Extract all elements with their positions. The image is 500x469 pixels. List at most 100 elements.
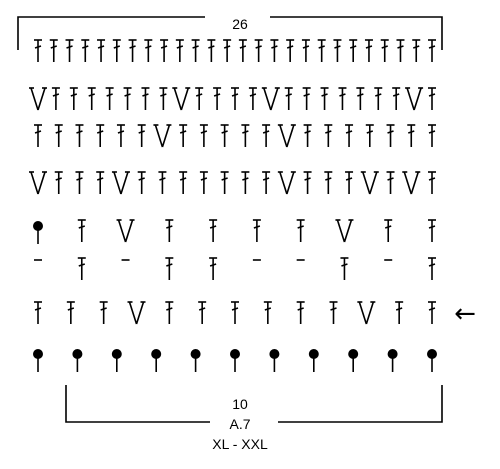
treble-decrease-v-symbol — [277, 171, 296, 195]
treble-crochet-symbol — [374, 87, 383, 110]
treble-crochet-symbol — [65, 39, 74, 62]
treble-crochet-symbol — [213, 87, 222, 110]
treble-crochet-symbol — [365, 124, 374, 147]
treble-crochet-symbol — [160, 39, 169, 62]
treble-crochet-symbol — [407, 124, 416, 147]
treble-crochet-symbol — [199, 171, 208, 194]
treble-crochet-symbol — [428, 219, 436, 242]
chart-row-5 — [33, 219, 436, 244]
treble-decrease-v-symbol — [402, 171, 421, 195]
treble-crochet-symbol — [364, 39, 373, 62]
treble-crochet-symbol — [77, 257, 86, 280]
treble-crochet-symbol — [303, 124, 312, 147]
treble-crochet-symbol — [179, 171, 188, 194]
treble-crochet-symbol — [324, 171, 333, 194]
treble-crochet-symbol — [112, 39, 121, 62]
treble-crochet-symbol — [116, 124, 125, 147]
treble-crochet-symbol — [329, 301, 338, 324]
current-row-arrow: ← — [454, 299, 476, 329]
treble-crochet-symbol — [34, 39, 42, 62]
treble-decrease-v-symbol — [172, 87, 191, 111]
treble-crochet-symbol — [428, 257, 436, 280]
treble-crochet-symbol — [248, 87, 257, 110]
treble-crochet-symbol — [428, 39, 436, 62]
dot-treble-symbol — [33, 349, 43, 372]
treble-crochet-symbol — [137, 171, 146, 194]
chart-row-8 — [33, 349, 437, 372]
treble-crochet-symbol — [238, 39, 247, 62]
treble-crochet-symbol — [345, 171, 354, 194]
chart-row-3 — [34, 124, 436, 148]
treble-crochet-symbol — [165, 301, 174, 324]
treble-crochet-symbol — [428, 87, 436, 110]
treble-decrease-v-symbol — [405, 87, 424, 111]
treble-crochet-symbol — [254, 39, 263, 62]
treble-crochet-symbol — [159, 87, 168, 110]
treble-crochet-symbol — [165, 257, 174, 280]
treble-crochet-symbol — [69, 87, 78, 110]
treble-crochet-symbol — [209, 257, 218, 280]
treble-crochet-symbol — [105, 87, 114, 110]
treble-crochet-symbol — [340, 257, 349, 280]
treble-crochet-symbol — [81, 39, 90, 62]
dot-treble-symbol — [230, 349, 240, 372]
treble-crochet-symbol — [252, 219, 261, 242]
treble-crochet-symbol — [241, 171, 250, 194]
treble-decrease-v-symbol — [116, 219, 135, 243]
treble-crochet-symbol — [345, 124, 354, 147]
treble-crochet-symbol — [179, 124, 188, 147]
treble-crochet-symbol — [324, 124, 333, 147]
chart-row-6 — [34, 257, 436, 280]
dot-treble-symbol — [111, 349, 122, 372]
treble-crochet-symbol — [96, 171, 105, 194]
treble-crochet-symbol — [34, 124, 42, 147]
treble-decrease-v-symbol — [111, 171, 130, 195]
dot-treble-symbol — [269, 349, 280, 372]
treble-crochet-symbol — [303, 171, 312, 194]
treble-crochet-symbol — [302, 87, 311, 110]
treble-crochet-symbol — [428, 301, 436, 324]
dot-treble-symbol — [348, 349, 359, 372]
size-label: XL - XXL — [212, 436, 268, 452]
treble-crochet-symbol — [220, 171, 229, 194]
bottom-bracket-right — [278, 385, 443, 423]
treble-decrease-v-symbol — [29, 171, 47, 195]
chart-row-4 — [29, 171, 436, 195]
treble-crochet-symbol — [395, 301, 404, 324]
treble-crochet-symbol — [191, 39, 200, 62]
top-bracket-right — [270, 16, 443, 50]
treble-crochet-symbol — [75, 124, 84, 147]
treble-crochet-symbol — [380, 39, 389, 62]
treble-crochet-symbol — [333, 39, 342, 62]
treble-crochet-symbol — [386, 124, 395, 147]
treble-crochet-symbol — [241, 124, 250, 147]
treble-crochet-symbol — [137, 124, 146, 147]
treble-crochet-symbol — [412, 39, 421, 62]
treble-crochet-symbol — [207, 39, 216, 62]
treble-decrease-v-symbol — [360, 171, 379, 195]
treble-decrease-v-symbol — [357, 301, 376, 325]
treble-crochet-symbol — [141, 87, 150, 110]
treble-decrease-v-symbol — [29, 87, 47, 111]
treble-crochet-symbol — [96, 124, 105, 147]
treble-crochet-symbol — [144, 39, 153, 62]
treble-crochet-symbol — [199, 124, 208, 147]
bottom-bracket-left — [65, 385, 210, 423]
top-bracket-left — [17, 16, 205, 50]
treble-decrease-v-symbol — [335, 219, 354, 243]
treble-crochet-symbol — [195, 87, 204, 110]
chart-row-2 — [29, 87, 436, 111]
treble-crochet-symbol — [301, 39, 310, 62]
treble-decrease-v-symbol — [261, 87, 280, 111]
treble-crochet-symbol — [158, 171, 167, 194]
dot-treble-symbol — [33, 221, 43, 244]
treble-crochet-symbol — [66, 301, 75, 324]
treble-crochet-symbol — [396, 39, 405, 62]
treble-crochet-symbol — [338, 87, 347, 110]
treble-crochet-symbol — [231, 301, 239, 324]
treble-crochet-symbol — [296, 219, 305, 242]
treble-decrease-v-symbol — [153, 124, 172, 148]
diagram-name: A.7 — [229, 416, 250, 432]
treble-crochet-symbol — [77, 219, 86, 242]
